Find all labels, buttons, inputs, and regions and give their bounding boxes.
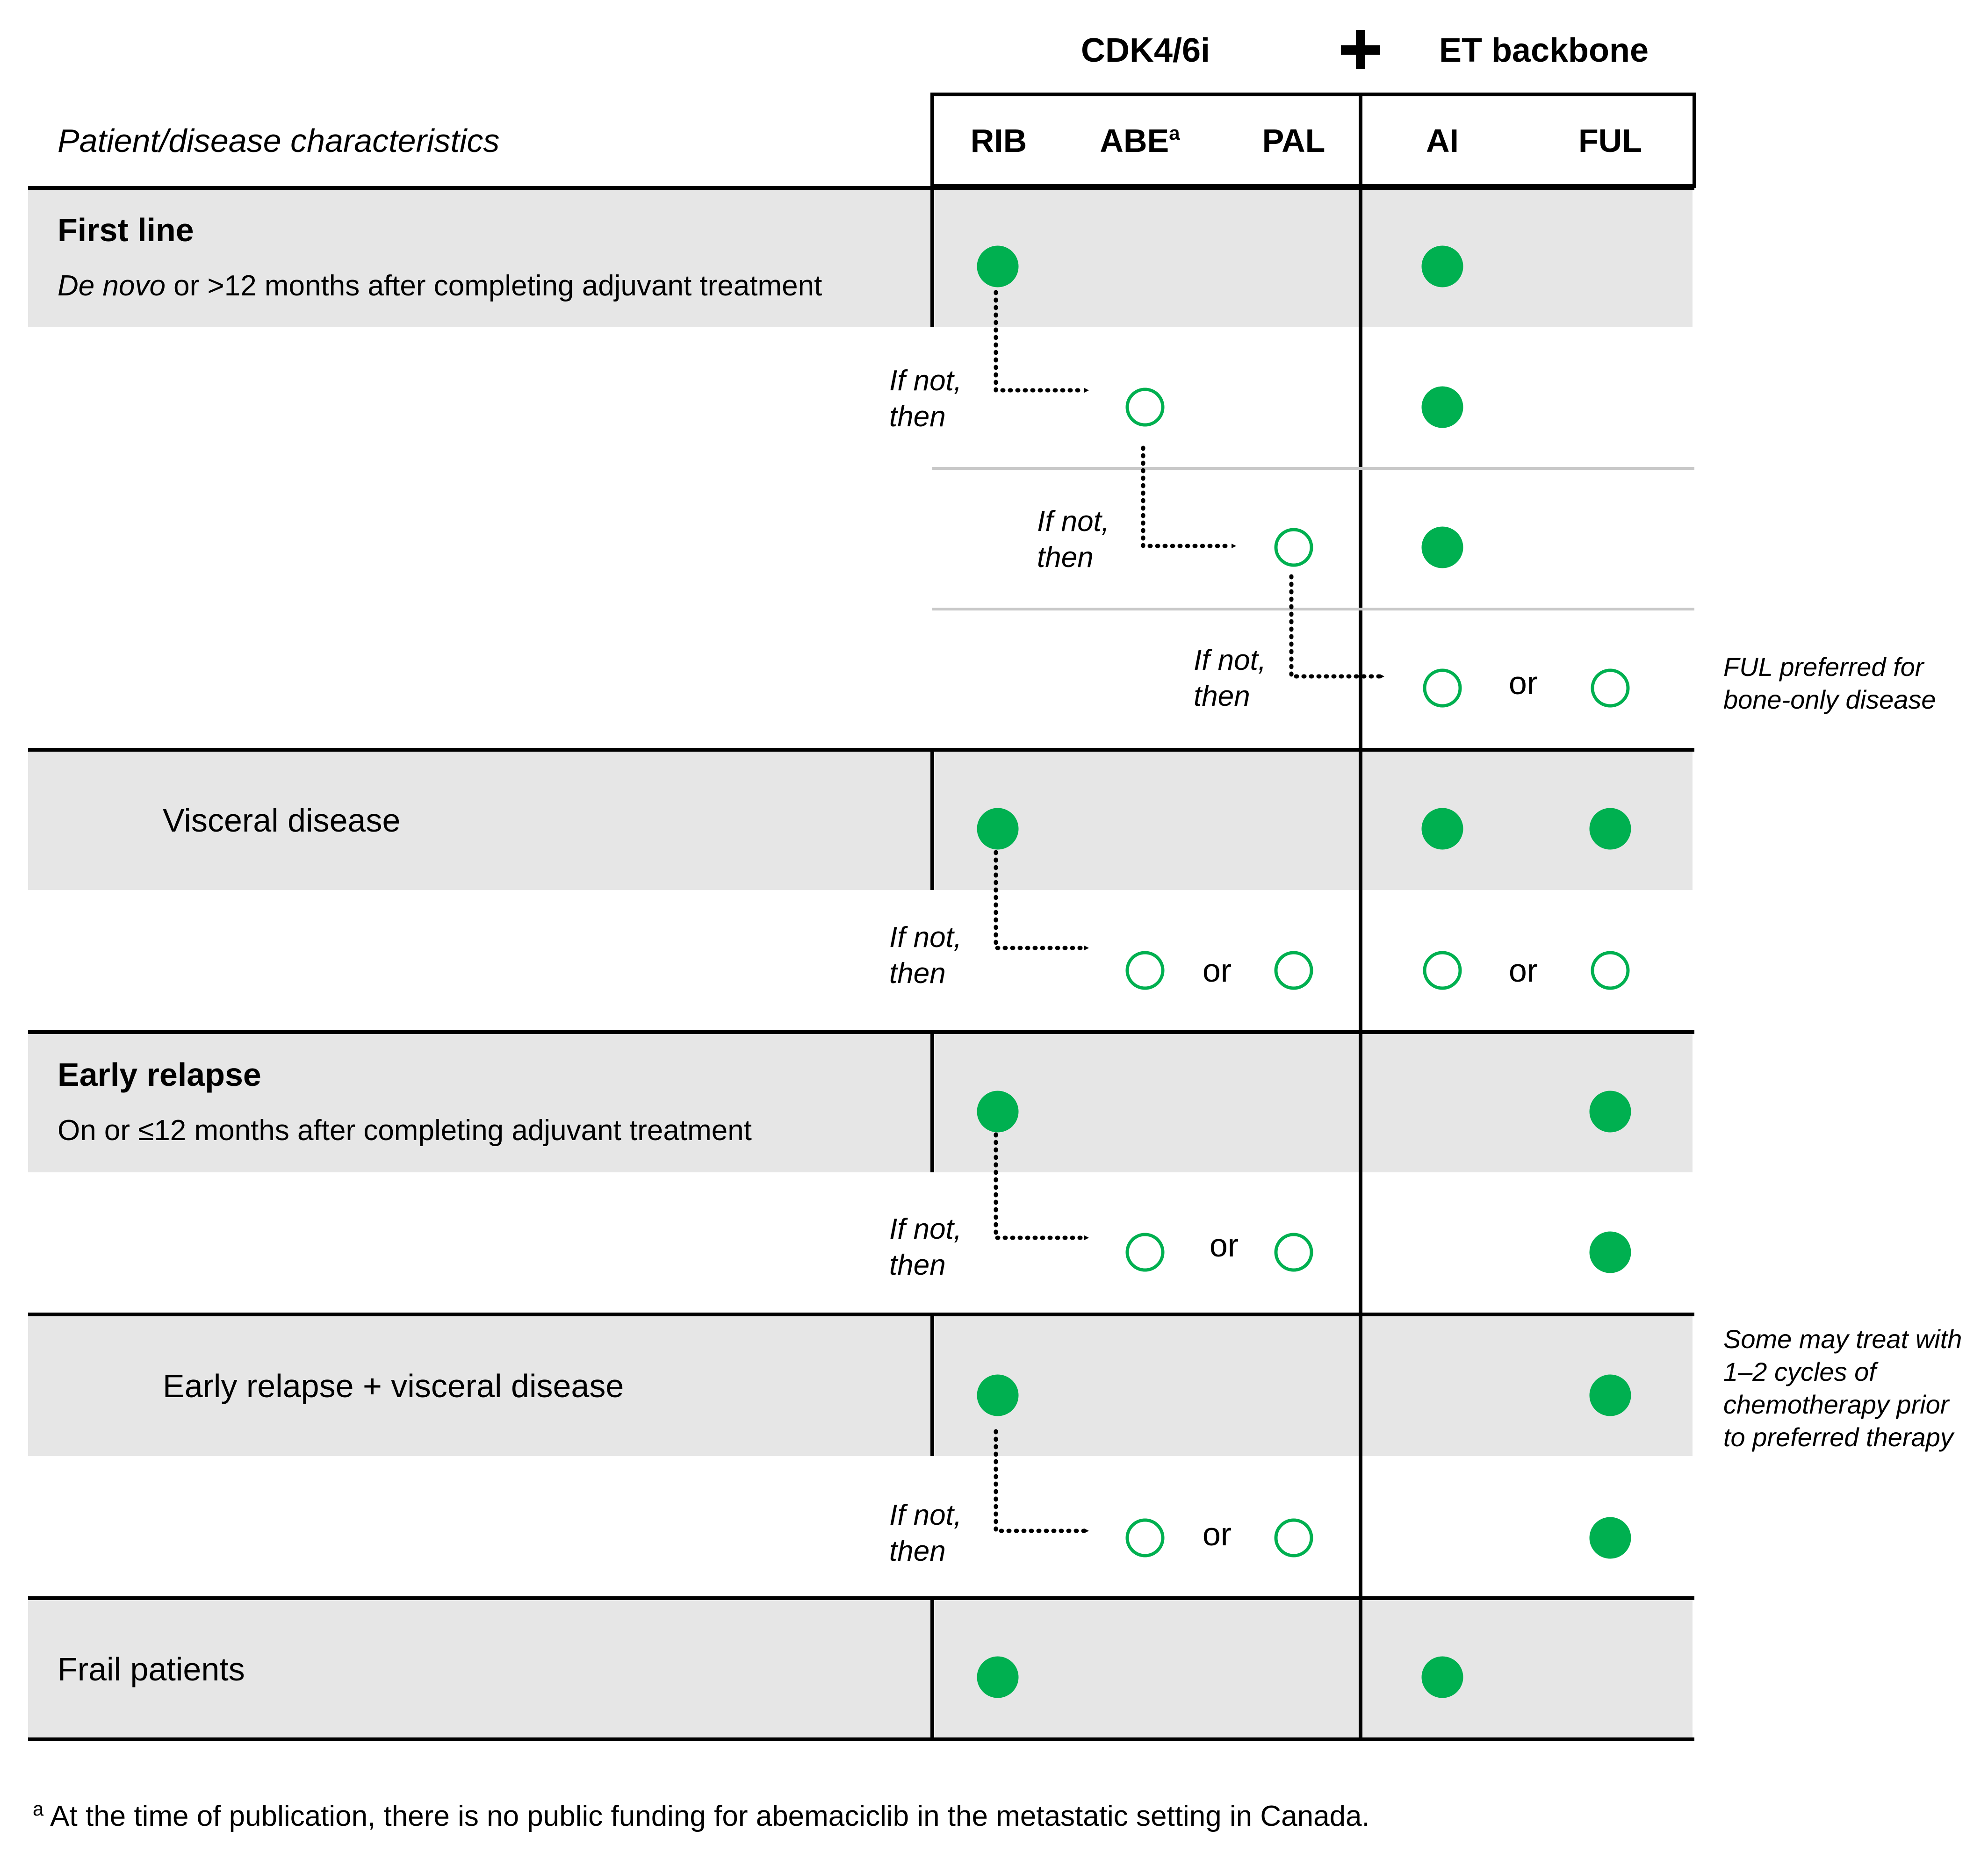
preferred-marker (1421, 245, 1463, 287)
band-first-line (28, 188, 1693, 327)
preferred-marker (1421, 1656, 1463, 1698)
if-not-label: If not,then (889, 921, 962, 990)
cdk46i-group-title: CDK4/6i (1081, 32, 1210, 69)
band-visceral (28, 750, 1693, 890)
section-title-visceral: Visceral disease (163, 802, 400, 839)
alternative-marker (1125, 1233, 1165, 1272)
side-note-ful-preferred: FUL preferred for bone-only disease (1723, 652, 1936, 714)
section-title-first-line: First line (58, 212, 194, 248)
preferred-marker (1589, 1231, 1631, 1273)
alternative-marker (1125, 388, 1165, 427)
preferred-marker (977, 808, 1019, 850)
preferred-marker (977, 1374, 1019, 1416)
side-note-chemotherapy: Some may treat with 1–2 cycles of chemot… (1723, 1324, 1962, 1452)
or-label: or (1203, 1516, 1232, 1552)
sub-dividers (932, 467, 1694, 610)
preferred-marker (1589, 1517, 1631, 1559)
if-not-arrow (994, 290, 1089, 393)
or-label: or (1210, 1227, 1239, 1263)
preferred-marker (1589, 808, 1631, 850)
if-not-label: If not, then (889, 1213, 962, 1281)
svg-text:then: then (889, 401, 946, 433)
svg-text:then: then (1037, 541, 1094, 574)
alternative-marker (1423, 668, 1462, 708)
therapy-markers (977, 245, 1631, 1698)
or-label: or (1509, 665, 1538, 701)
section-title-early-relapse: Early relapse (58, 1056, 261, 1093)
grid-lines (28, 93, 1696, 1741)
column-header-pal: PAL (1262, 122, 1325, 159)
row-bands (28, 188, 1693, 1739)
column-header-rib: RIB (971, 122, 1027, 159)
svg-text:FUL preferred for: FUL preferred for (1723, 652, 1925, 682)
footnote-marker: a (33, 1798, 44, 1820)
or-label: or (1509, 952, 1538, 989)
alternative-marker (1591, 668, 1630, 708)
alternative-marker (1125, 951, 1165, 990)
or-label: or (1203, 952, 1232, 989)
svg-text:If not,: If not, (889, 921, 962, 954)
band-frail (28, 1598, 1693, 1739)
row-label-heading: Patient/disease characteristics (58, 122, 499, 159)
svg-text:If not,: If not, (889, 1499, 962, 1531)
band-early-relapse (28, 1032, 1693, 1172)
alternative-marker (1274, 1233, 1313, 1272)
if-not-arrow (994, 1429, 1089, 1533)
preferred-marker (977, 1091, 1019, 1133)
if-not-arrow (994, 1132, 1089, 1240)
svg-text:1–2 cycles of: 1–2 cycles of (1723, 1357, 1879, 1386)
column-header-ai: AI (1426, 122, 1459, 159)
preferred-marker (1421, 526, 1463, 568)
alternative-marker (1274, 951, 1313, 990)
svg-text:then: then (1194, 680, 1250, 712)
if-not-arrow (994, 850, 1089, 950)
connector-arrows (994, 290, 1384, 1533)
alternative-marker (1591, 951, 1630, 990)
alternative-marker (1125, 1518, 1165, 1558)
if-not-arrow (1289, 574, 1384, 679)
band-early-visceral (28, 1314, 1693, 1456)
column-header-abe: ABEa (1100, 122, 1180, 159)
if-not-label: If not, then (889, 365, 962, 433)
preferred-marker (1589, 1374, 1631, 1416)
if-not-label: If not, then (1194, 644, 1266, 712)
preferred-marker (1421, 386, 1463, 428)
svg-text:chemotherapy prior: chemotherapy prior (1723, 1390, 1950, 1419)
svg-text:If not,: If not, (889, 365, 962, 397)
svg-text:then: then (889, 1249, 946, 1281)
section-title-frail: Frail patients (58, 1651, 245, 1687)
svg-text:If not,: If not, (889, 1213, 962, 1245)
alternative-marker (1274, 528, 1313, 567)
preferred-marker (977, 245, 1019, 287)
preferred-marker (1421, 808, 1463, 850)
preferred-marker (977, 1656, 1019, 1698)
svg-text:If not,: If not, (1037, 505, 1109, 538)
if-not-label: If not, then (889, 1499, 962, 1567)
footnote: a At the time of publication, there is n… (33, 1798, 1370, 1832)
if-not-arrow (1141, 445, 1236, 548)
plus-icon (1341, 30, 1380, 69)
svg-text:then: then (889, 957, 946, 990)
alternative-marker (1274, 1518, 1313, 1558)
svg-text:Some may treat with: Some may treat with (1723, 1324, 1962, 1354)
svg-text:to preferred therapy: to preferred therapy (1723, 1422, 1955, 1452)
section-subtitle-first-line: De novo or >12 months after completing a… (58, 270, 822, 302)
svg-text:bone-only disease: bone-only disease (1723, 685, 1936, 714)
svg-text:If not,: If not, (1194, 644, 1266, 676)
et-backbone-group-title: ET backbone (1439, 32, 1649, 69)
section-subtitle-early-relapse: On or ≤12 months after completing adjuva… (58, 1114, 752, 1147)
column-header-ful: FUL (1578, 122, 1642, 159)
svg-text:then: then (889, 1535, 946, 1567)
footnote-marker: a (1169, 122, 1180, 144)
preferred-marker (1589, 1091, 1631, 1133)
if-not-label: If not,then (1037, 505, 1109, 574)
section-title-early-visceral: Early relapse + visceral disease (163, 1368, 624, 1404)
alternative-marker (1423, 951, 1462, 990)
